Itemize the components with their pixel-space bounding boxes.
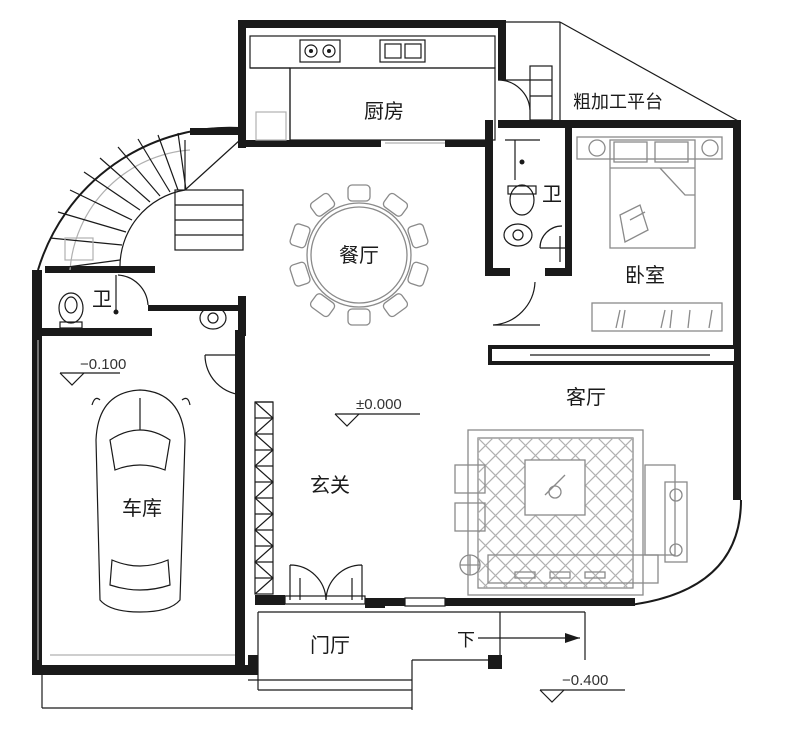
dining-chair [309, 293, 336, 318]
dining-chair [309, 192, 336, 217]
lower-bath-fixtures [58, 274, 246, 396]
lower-bath-label: 卫 [92, 287, 112, 311]
dining-chair [382, 192, 409, 217]
dining-chair [407, 261, 429, 287]
car [91, 389, 191, 613]
garage-elevation-marker [59, 372, 120, 386]
bed [492, 136, 723, 332]
dining-chair [407, 223, 429, 249]
prep-platform-label: 粗加工平台 [573, 92, 663, 113]
dining-chair [347, 308, 371, 326]
entrance-hall-label: 门厅 [310, 633, 350, 657]
upper-bath-fixtures [503, 139, 565, 262]
exterior-elevation-marker [539, 689, 625, 703]
garage-elevation: −0.100 [80, 356, 126, 373]
dining-chair [382, 293, 409, 318]
main-elevation-marker [334, 413, 420, 427]
foyer-label: 玄关 [310, 473, 350, 497]
kitchen-fixtures [249, 35, 553, 144]
kitchen-label: 厨房 [364, 99, 404, 123]
spiral-stair [44, 132, 244, 271]
upper-bath-label: 卫 [542, 182, 562, 206]
living-furniture [454, 429, 688, 596]
shoe-cabinet [254, 401, 274, 595]
dining-chair [289, 261, 311, 287]
dining-chair [347, 184, 371, 202]
main-elevation: ±0.000 [356, 396, 402, 413]
down-label: 下 [457, 630, 475, 651]
entrance-hall [41, 611, 586, 710]
dining-label: 餐厅 [339, 243, 379, 267]
bedroom-label: 卧室 [625, 263, 665, 287]
walls [32, 20, 742, 675]
exterior-elevation: −0.400 [562, 672, 608, 689]
dining-table [289, 184, 429, 326]
living-label: 客厅 [566, 385, 606, 409]
dining-chair [289, 223, 311, 249]
entry-doors [284, 564, 446, 607]
garage-label: 车库 [122, 496, 162, 520]
